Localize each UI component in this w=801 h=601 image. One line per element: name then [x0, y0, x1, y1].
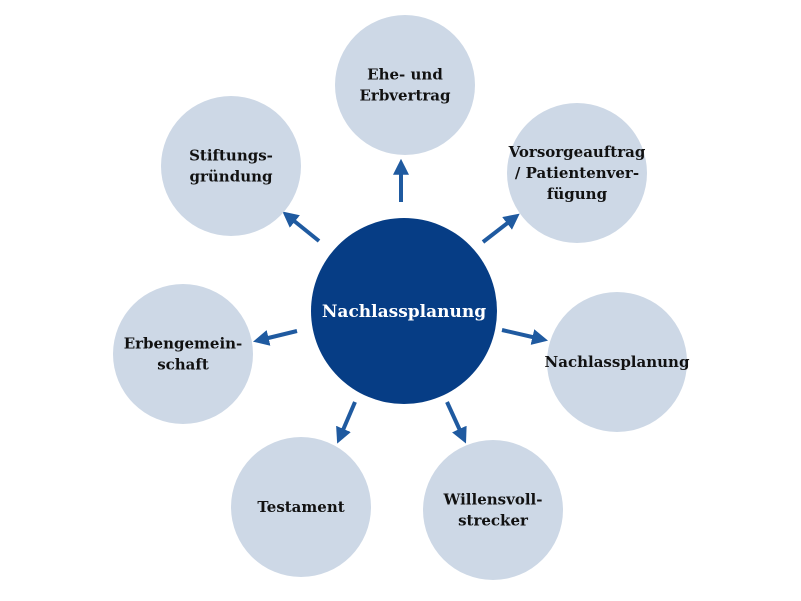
node-erbengemeinschaft: Erbengemein-schaft	[113, 284, 253, 424]
arrow-to-nachlassplanung	[501, 328, 549, 345]
arrow-to-testament	[336, 401, 357, 444]
center-node: Nachlassplanung	[311, 218, 497, 404]
center-circle	[311, 218, 497, 404]
arrows	[253, 158, 549, 444]
node-label-line: Willensvoll-	[443, 491, 543, 509]
arrow-to-stiftungsgruendung	[282, 211, 321, 243]
node-label-line: fügung	[547, 185, 608, 203]
node-circle	[161, 96, 301, 236]
node-circle	[113, 284, 253, 424]
center-label: Nachlassplanung	[322, 302, 486, 322]
node-stiftungsgruendung: Stiftungs-gründung	[161, 96, 301, 236]
node-label-line: strecker	[458, 512, 529, 530]
arrow-to-vorsorgeauftrag	[481, 213, 520, 244]
node-label-line: Vorsorgeauftrag	[508, 143, 646, 161]
arrow-to-willensvollstrecker	[445, 401, 467, 444]
node-label-line: Erbvertrag	[359, 87, 451, 105]
node-vorsorgeauftrag: Vorsorgeauftrag / Patientenver-fügung	[507, 103, 647, 243]
node-label-line: Testament	[257, 498, 344, 516]
node-label-line: Ehe- und	[367, 66, 443, 84]
node-circle	[231, 437, 371, 577]
node-willensvollstrecker: Willensvoll-strecker	[423, 440, 563, 580]
node-label-line: Stiftungs-	[189, 147, 273, 165]
node-circle	[423, 440, 563, 580]
node-label-line: Erbengemein-	[124, 335, 243, 353]
node-circle	[335, 15, 475, 155]
node-circle	[507, 103, 647, 243]
node-label-line: schaft	[157, 356, 209, 374]
node-label-line: Nachlassplanung	[545, 353, 690, 371]
node-label-line: gründung	[190, 168, 274, 186]
node-circle	[547, 292, 687, 432]
node-label-line: / Patientenver-	[515, 164, 639, 182]
node-testament: Testament	[231, 437, 371, 577]
arrow-to-erbengemeinschaft	[253, 329, 298, 346]
node-nachlassplanung: Nachlassplanung	[545, 292, 690, 432]
